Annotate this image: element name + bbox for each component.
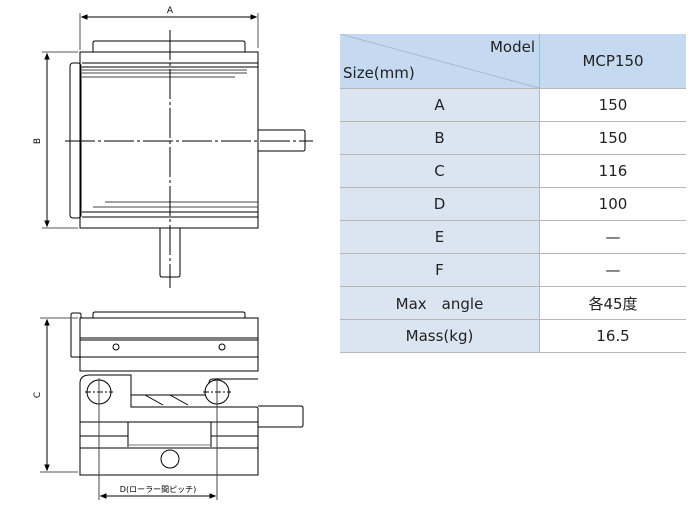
side-view: C D(ローラー間ピッチ): [33, 311, 304, 500]
row-value: 116: [539, 154, 686, 188]
row-value: 150: [539, 88, 686, 122]
top-view: A B: [33, 6, 313, 288]
row-label: Mass(kg): [340, 319, 540, 353]
header-size-label: Size(mm): [343, 64, 415, 82]
dim-label-b: B: [33, 138, 43, 144]
technical-drawing: A B: [33, 6, 313, 500]
dim-label-a: A: [167, 6, 174, 16]
row-label: C: [340, 154, 540, 188]
row-value: 150: [539, 121, 686, 155]
row-value: —: [539, 253, 686, 287]
row-value: —: [539, 220, 686, 254]
header-model-label: Model: [489, 38, 535, 56]
row-value: 各45度: [539, 286, 686, 320]
row-label: E: [340, 220, 540, 254]
header-model-value: MCP150: [539, 34, 686, 89]
row-label: B: [340, 121, 540, 155]
header-corner-cell: Model Size(mm): [340, 34, 540, 89]
row-label: A: [340, 88, 540, 122]
row-label: Max angle: [340, 286, 540, 320]
row-value: 16.5: [539, 319, 686, 353]
dim-label-d: D(ローラー間ピッチ): [120, 485, 196, 494]
table-row: F—: [340, 253, 686, 287]
row-label: F: [340, 253, 540, 287]
row-label: D: [340, 187, 540, 221]
table-row: Mass(kg)16.5: [340, 319, 686, 353]
table-header-row: Model Size(mm) MCP150: [340, 34, 686, 89]
dim-label-c: C: [33, 392, 43, 398]
row-value: 100: [539, 187, 686, 221]
table-row: E—: [340, 220, 686, 254]
